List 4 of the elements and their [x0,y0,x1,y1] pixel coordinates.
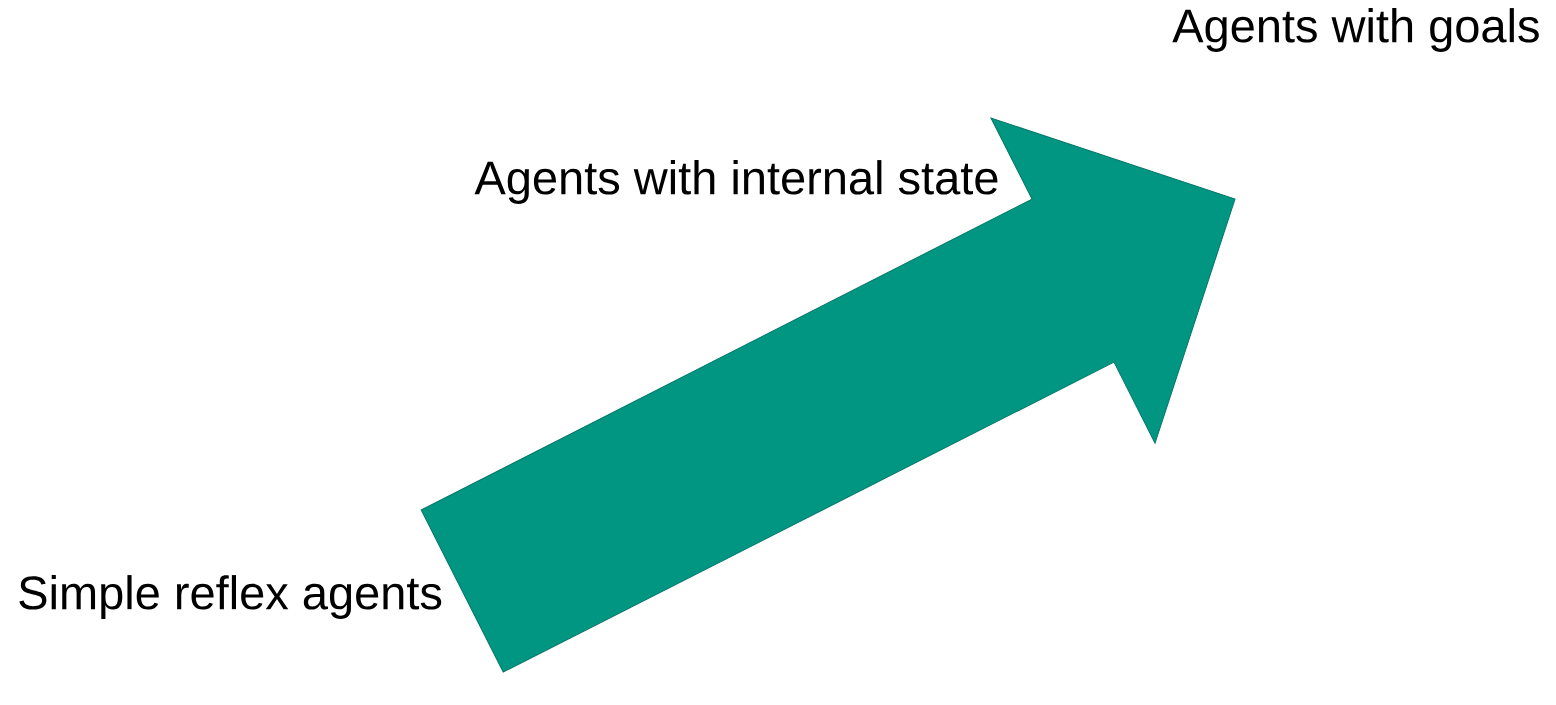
stage-label: Simple reflex agents [19,575,442,619]
stage-label: Agents with internal state [474,160,998,204]
stage-label: Agents with goals [1172,8,1539,52]
block-arrow [420,117,1236,673]
